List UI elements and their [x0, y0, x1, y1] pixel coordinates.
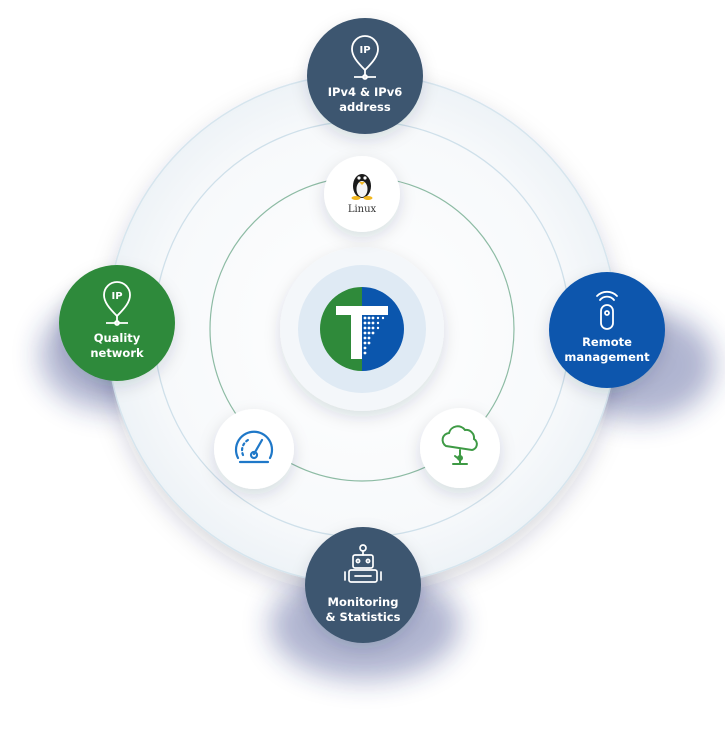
remote-control-icon	[596, 290, 618, 330]
node-quality-network-line1: Quality	[94, 331, 141, 345]
speedometer-icon	[234, 430, 274, 464]
cloud-tree-icon	[441, 425, 478, 465]
node-remote-management: Remote management	[549, 272, 665, 388]
svg-text:IP: IP	[111, 291, 122, 302]
linux-label: Linux	[348, 204, 377, 215]
linux-chip: Linux	[324, 156, 400, 232]
cloud-chip	[420, 408, 500, 488]
node-ip-address-line1: IPv4 & IPv6	[328, 85, 402, 99]
tux-penguin-icon	[351, 174, 373, 200]
ip-location-icon: IP	[103, 281, 131, 326]
node-monitoring-statistics: Monitoring & Statistics	[305, 527, 421, 643]
node-remote-management-line1: Remote	[582, 335, 632, 349]
svg-text:IP: IP	[359, 45, 370, 56]
node-quality-network: IP Quality network	[59, 265, 175, 381]
node-monitoring-statistics-line2: & Statistics	[326, 610, 401, 624]
speed-chip	[214, 409, 294, 489]
node-quality-network-line2: network	[90, 346, 144, 360]
node-monitoring-statistics-line1: Monitoring	[328, 595, 399, 609]
node-ip-address: IP IPv4 & IPv6 address	[307, 18, 423, 134]
robot-icon	[344, 544, 382, 583]
node-ip-address-line2: address	[339, 100, 391, 114]
ip-location-icon: IP	[351, 35, 379, 80]
node-remote-management-line2: management	[564, 350, 650, 364]
